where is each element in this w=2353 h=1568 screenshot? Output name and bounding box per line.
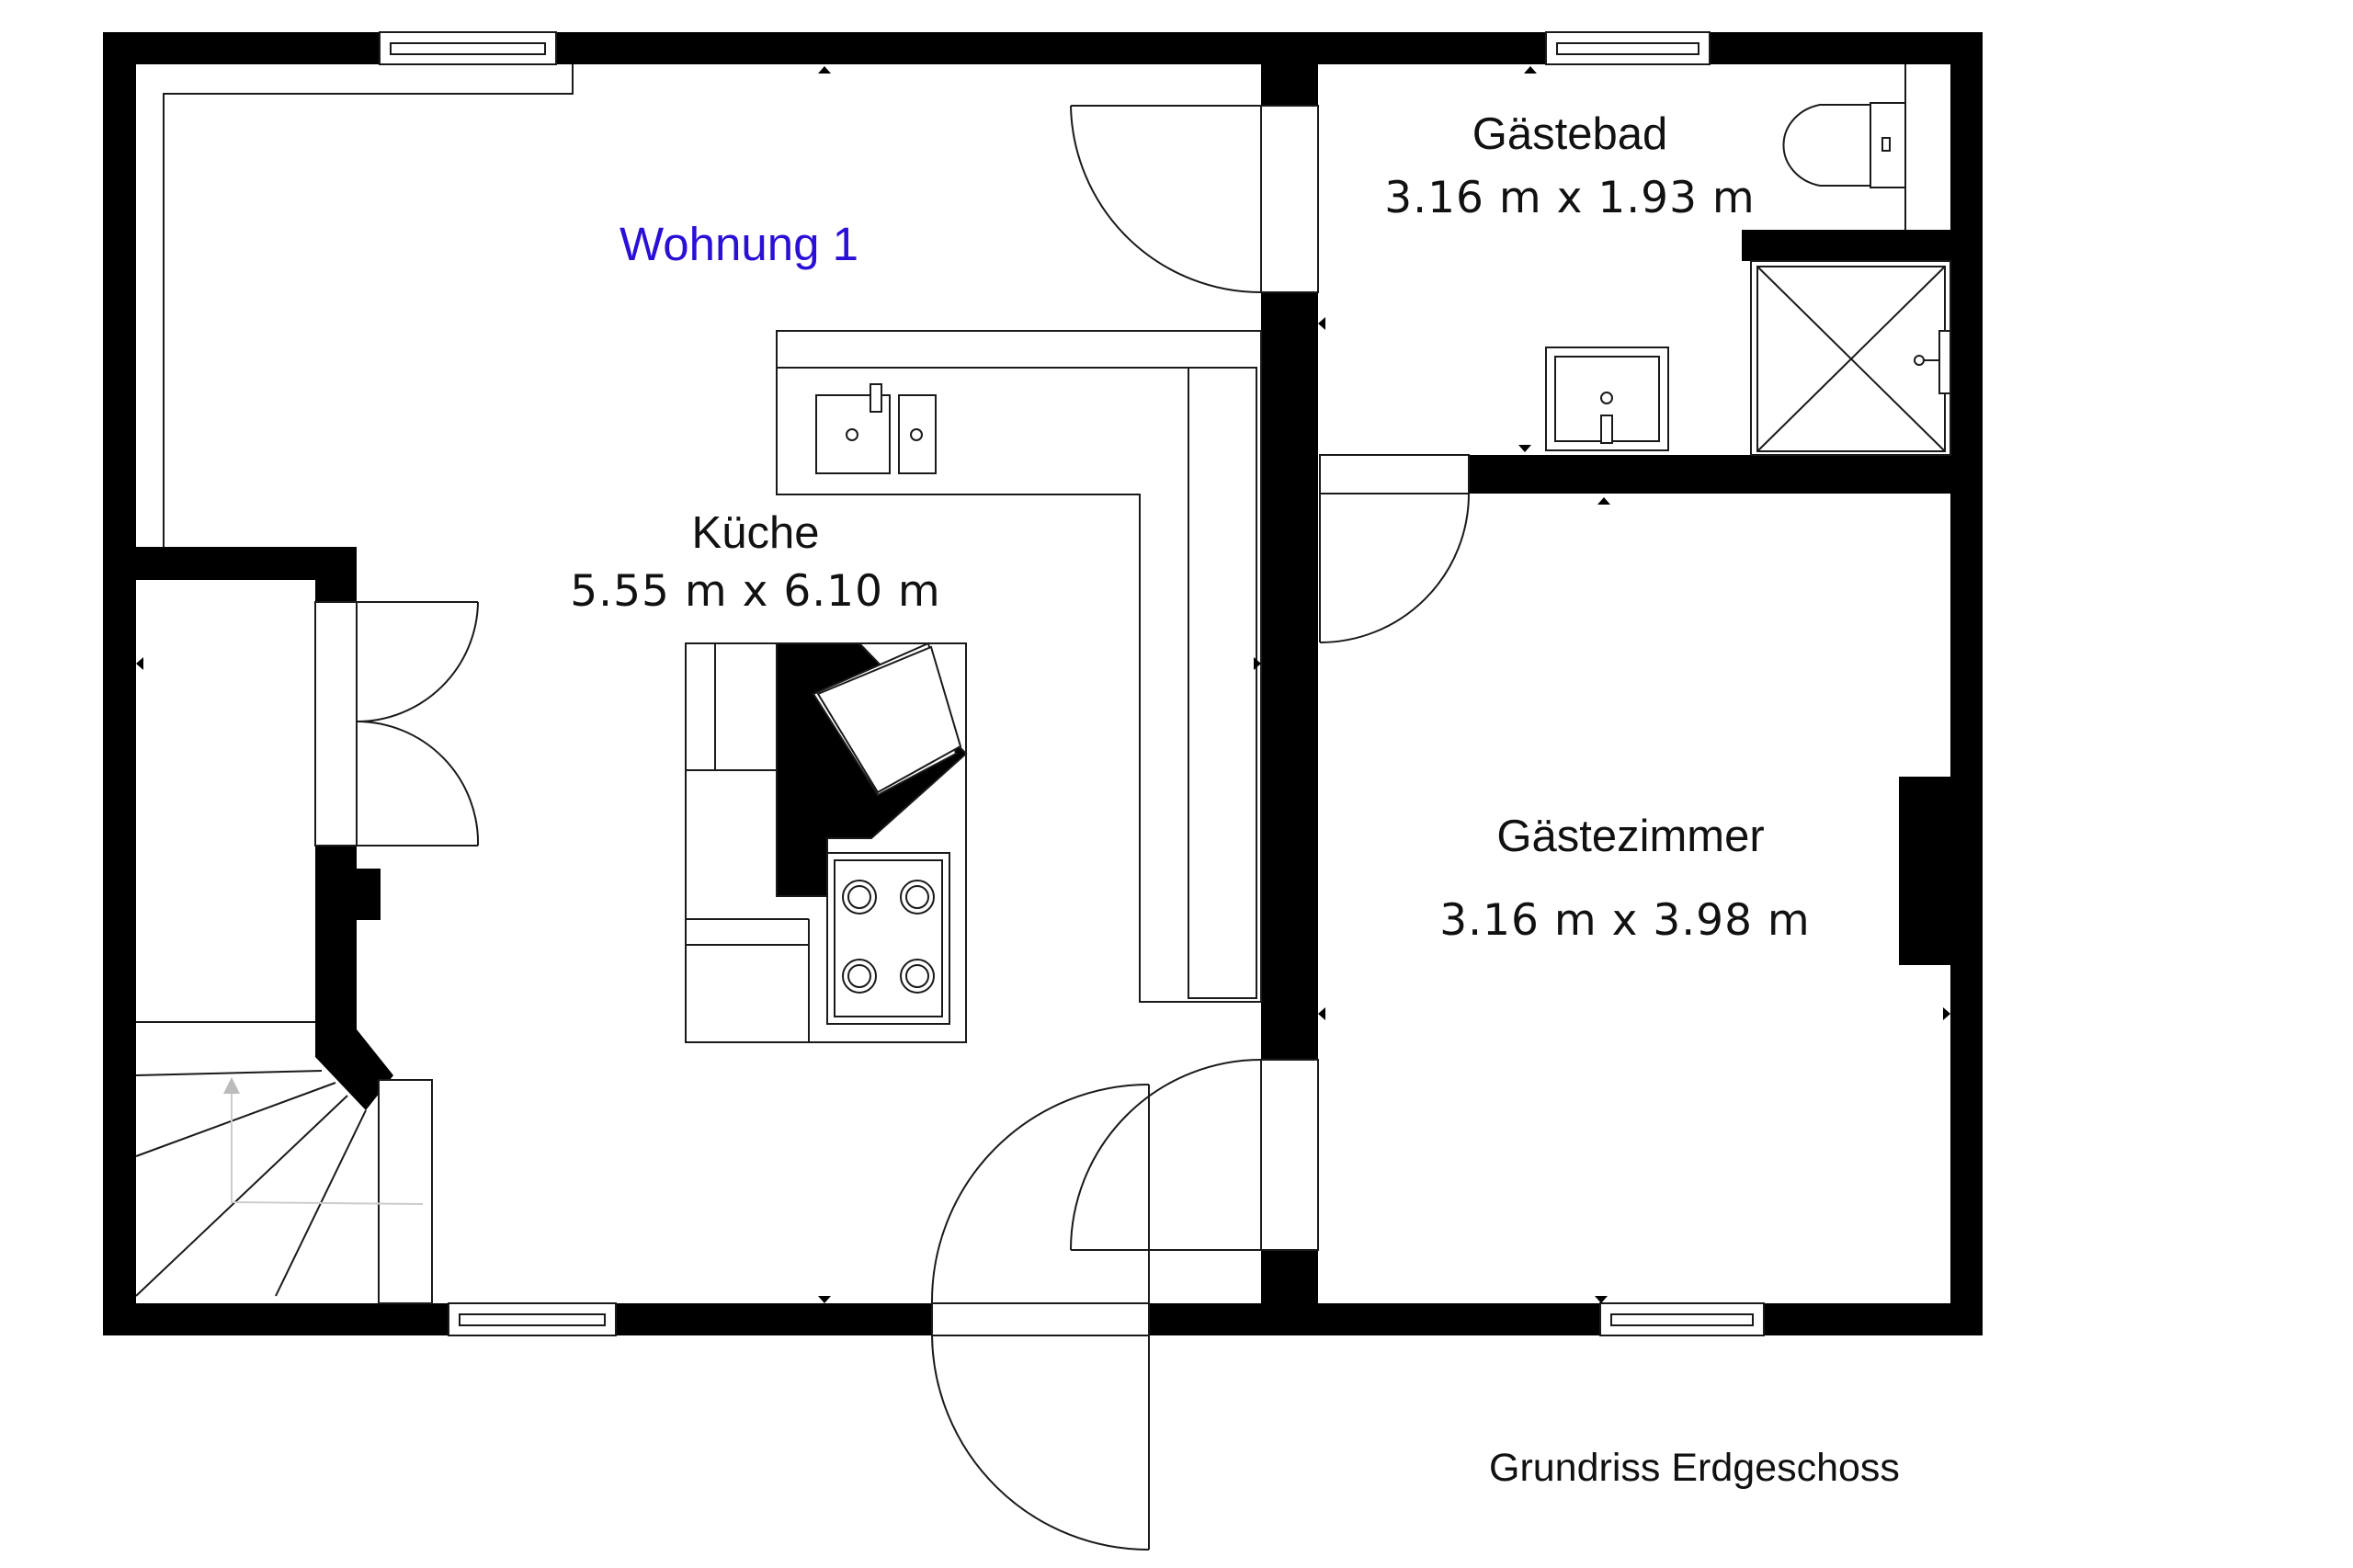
door-kitchen-bath xyxy=(1070,105,1319,293)
sink-icon xyxy=(815,383,937,474)
window-top-left xyxy=(379,31,557,65)
double-door-closet xyxy=(314,601,480,846)
interior-walls xyxy=(136,32,1983,1335)
door-kitchen-lower xyxy=(1070,1059,1319,1251)
kitchen-counter xyxy=(776,330,1262,1003)
windows xyxy=(379,31,1765,1336)
door-entrance xyxy=(930,1084,1150,1551)
toilet-icon xyxy=(1782,64,1906,230)
room-name-kitchen: Küche xyxy=(691,508,820,558)
room-dimensions-guest-room: 3.16 m x 3.98 m xyxy=(1439,895,1811,946)
wall-markers xyxy=(136,66,1950,1303)
door-guest-room xyxy=(1319,454,1470,643)
room-dimensions-guest-bath: 3.16 m x 1.93 m xyxy=(1384,173,1756,223)
plan-title: Grundriss Erdgeschoss xyxy=(1489,1446,1900,1490)
apartment-label: Wohnung 1 xyxy=(620,218,858,270)
shower-icon xyxy=(1750,260,1951,456)
kitchen-island xyxy=(685,642,968,1043)
cooktop-icon xyxy=(826,852,950,1025)
room-name-guest-room: Gästezimmer xyxy=(1496,812,1765,861)
bath-fixtures xyxy=(1545,64,1951,456)
staircase xyxy=(135,1021,433,1304)
window-bottom-left xyxy=(448,1302,617,1336)
washbasin-icon xyxy=(1545,347,1669,451)
thin-lines xyxy=(163,64,574,547)
room-name-guest-bath: Gästebad xyxy=(1472,109,1668,159)
room-dimensions-kitchen: 5.55 m x 6.10 m xyxy=(570,566,941,617)
window-top-right xyxy=(1545,31,1711,65)
window-bottom-right xyxy=(1599,1302,1765,1336)
doors xyxy=(314,105,1470,1551)
